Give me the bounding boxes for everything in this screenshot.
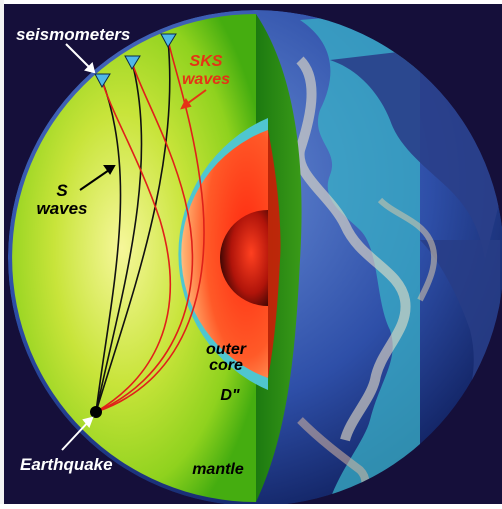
seismometers-label: seismometers bbox=[16, 25, 130, 44]
sks-wave-ray bbox=[95, 39, 205, 413]
sks-wave-rays bbox=[95, 39, 205, 413]
mantle-section bbox=[12, 14, 257, 502]
outer-core-cut-face bbox=[268, 130, 281, 378]
left-border bbox=[0, 0, 4, 504]
top-border bbox=[0, 0, 502, 4]
s-wave-rays bbox=[95, 39, 171, 413]
s-waves-arrow bbox=[79, 167, 113, 191]
earthquake-dot-icon bbox=[90, 406, 102, 418]
earthquake-arrow bbox=[61, 419, 91, 451]
outer-core-label-line2: core bbox=[209, 357, 243, 374]
seismometer-icons bbox=[94, 33, 177, 89]
sks-wave-ray bbox=[95, 79, 172, 413]
continental-shelf bbox=[300, 10, 420, 500]
seismometer-icon bbox=[124, 55, 141, 71]
d-double-prime-label: D" bbox=[220, 387, 240, 404]
sks-label-line2: waves bbox=[182, 71, 230, 88]
seismometer-icon bbox=[160, 33, 177, 49]
earthquake-label: Earthquake bbox=[20, 455, 113, 474]
outer-core-label-line1: outer bbox=[206, 341, 247, 358]
s-waves-arrowhead bbox=[103, 165, 116, 175]
s-waves-label-line1: S bbox=[56, 181, 68, 200]
mantle-label: mantle bbox=[192, 461, 244, 478]
s-wave-ray bbox=[95, 61, 143, 413]
sks-arrowhead bbox=[180, 98, 192, 110]
s-wave-ray bbox=[95, 39, 171, 413]
inner-core bbox=[220, 210, 268, 306]
s-waves-label-line2: waves bbox=[36, 199, 87, 218]
annotation-arrows bbox=[61, 43, 207, 451]
s-wave-ray bbox=[95, 79, 122, 413]
seismometer-icon bbox=[94, 73, 111, 89]
sks-label-line1: SKS bbox=[190, 53, 223, 70]
island-chain bbox=[377, 197, 438, 302]
earthquake-arrowhead bbox=[82, 416, 94, 428]
continent-ridge bbox=[294, 56, 411, 442]
seismometers-arrowhead bbox=[84, 62, 96, 74]
sks-wave-ray bbox=[95, 61, 194, 413]
